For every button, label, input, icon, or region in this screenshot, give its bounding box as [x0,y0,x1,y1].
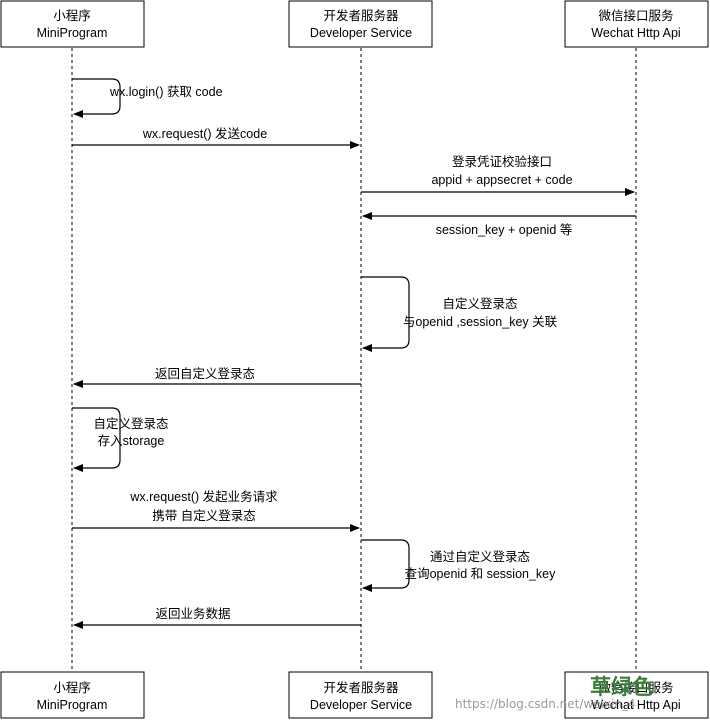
participant-wechat-api-top: 微信接口服务 Wechat Http Api [564,0,709,48]
watermark-url: https://blog.csdn.net/weixin_4 [455,697,636,711]
participant-label-cn: 微信接口服务 [598,680,673,695]
participant-developer-service-top: 开发者服务器 Developer Service [288,0,433,48]
message-label: 查询openid 和 session_key [405,567,557,581]
message-label: 返回自定义登录态 [155,366,255,381]
message-label: wx.request() 发起业务请求 [129,489,278,504]
participant-label-cn: 开发者服务器 [323,680,399,695]
message-query-session: 通过自定义登录态 查询openid 和 session_key [361,539,557,592]
message-label: 自定义登录态 [93,416,168,431]
message-label: 与openid ,session_key 关联 [403,315,558,329]
participant-label-cn: 小程序 [53,8,91,23]
message-label: session_key + openid 等 [436,222,573,237]
message-label: 存入storage [98,434,165,448]
message-return-custom-session: 返回自定义登录态 [73,366,361,388]
message-store-session: 自定义登录态 存入storage [72,407,169,472]
participant-label-en: Wechat Http Api [591,26,680,40]
participant-miniprogram-top: 小程序 MiniProgram [0,0,145,48]
participant-label-en: MiniProgram [37,698,108,712]
message-label: 通过自定义登录态 [430,549,530,564]
message-business-request: wx.request() 发起业务请求 携带 自定义登录态 [72,489,360,532]
participant-label-cn: 微信接口服务 [598,8,673,23]
self-call-arrow [361,276,410,352]
message-wx-login: wx.login() 获取 code [72,78,223,118]
message-session-key-return: session_key + openid 等 [362,212,636,237]
participant-miniprogram-bottom: 小程序 MiniProgram [0,671,145,719]
message-label: wx.login() 获取 code [109,85,223,99]
self-call-arrow [72,78,121,118]
message-return-business-data: 返回业务数据 [73,606,361,629]
participant-developer-service-bottom: 开发者服务器 Developer Service [288,671,433,719]
message-label: 返回业务数据 [155,606,230,621]
message-custom-session: 自定义登录态 与openid ,session_key 关联 [361,276,558,352]
participant-label-en: MiniProgram [37,26,108,40]
message-wx-request-code: wx.request() 发送code [72,126,360,149]
participant-label-en: Developer Service [310,698,412,712]
self-call-arrow [72,407,121,472]
message-code2session: 登录凭证校验接口 appid + appsecret + code [361,154,635,196]
message-label: wx.request() 发送code [142,126,267,141]
message-label: 携带 自定义登录态 [152,508,255,523]
message-label: 登录凭证校验接口 [452,154,552,169]
participant-label-cn: 开发者服务器 [323,8,399,23]
participant-wechat-api-bottom: 微信接口服务 Wechat Http Api [564,671,709,719]
message-label: 自定义登录态 [442,296,517,311]
participant-label-en: Developer Service [310,26,412,40]
participant-label-cn: 小程序 [53,680,91,695]
watermark-brand: 草绿色 [590,675,653,699]
self-call-arrow [361,539,410,592]
participant-label-en: Wechat Http Api [591,698,680,712]
message-label: appid + appsecret + code [431,173,572,187]
